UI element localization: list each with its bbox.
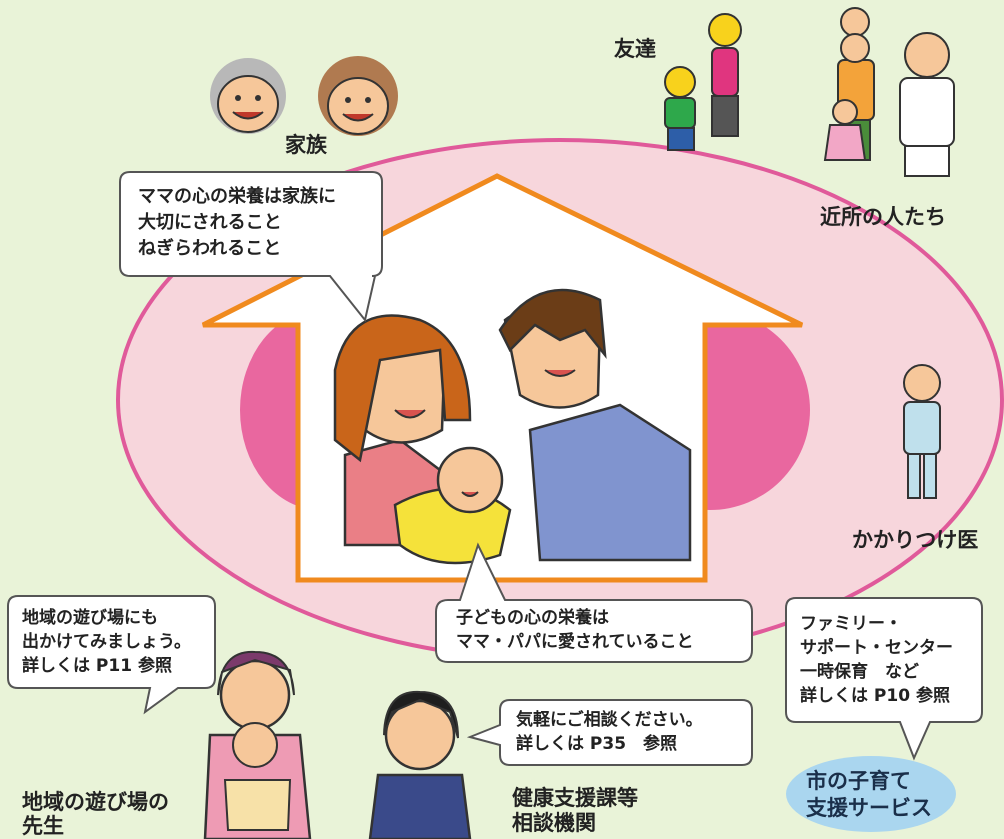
bubble-mama-line: ママの心の栄養は家族に	[138, 186, 336, 207]
label-health-2: 相談機関	[512, 811, 596, 835]
bubble-support-line: 詳しくは P10 参照	[800, 686, 950, 706]
play-area-teacher-illustration	[203, 650, 312, 839]
label-city-support-1: 市の子育て	[806, 769, 911, 793]
bubble-support-line: 一時保育 など	[800, 662, 919, 682]
label-health-1: 健康支援課等	[512, 786, 638, 810]
bubble-child-line: 子どもの心の栄養は	[456, 608, 609, 628]
bubble-health-line: 気軽にご相談ください。	[516, 710, 703, 730]
label-doctor: かかりつけ医	[852, 528, 979, 552]
bubble-play-line: 詳しくは P11 参照	[22, 656, 172, 676]
bubble-health-text: 気軽にご相談ください。 詳しくは P35 参照	[516, 708, 703, 756]
bubble-health-line: 詳しくは P35 参照	[516, 734, 678, 754]
label-family: 家族	[285, 133, 327, 157]
bubble-child-text: 子どもの心の栄養は ママ・パパに愛されていること	[456, 606, 694, 654]
bubble-child-line: ママ・パパに愛されていること	[456, 632, 694, 652]
bubble-mama-line: ねぎらわれること	[138, 238, 282, 259]
label-city-support-2: 支援サービス	[806, 796, 932, 820]
bubble-play-line: 地域の遊び場にも	[22, 608, 158, 628]
bubble-support-text: ファミリー・ サポート・センター 一時保育 など 詳しくは P10 参照	[800, 612, 953, 708]
friends-illustration	[664, 13, 742, 151]
label-play-teacher-1: 地域の遊び場の	[22, 790, 169, 814]
parents-with-baby-illustration	[333, 288, 692, 565]
label-city-support: 市の子育て 支援サービス	[806, 768, 932, 822]
bubble-health	[466, 699, 753, 766]
neighbors-illustration	[823, 7, 955, 177]
bubble-play	[7, 595, 216, 715]
bubble-mama-text: ママの心の栄養は家族に 大切にされること ねぎらわれること	[138, 184, 336, 262]
city-support-service-oval	[786, 756, 956, 832]
label-play-teacher-2: 先生	[22, 814, 64, 838]
bubble-mama-line: 大切にされること	[138, 212, 282, 233]
bubble-support-line: サポート・センター	[800, 638, 953, 658]
bubble-support	[785, 597, 983, 761]
doctor-illustration	[903, 364, 941, 499]
label-neighbors: 近所の人たち	[820, 205, 946, 229]
bubble-child	[435, 542, 753, 663]
bubble-play-text: 地域の遊び場にも 出かけてみましょう。 詳しくは P11 参照	[22, 606, 191, 678]
grandparents-illustration	[210, 56, 398, 136]
bubble-mama	[119, 171, 383, 323]
health-counselor-illustration	[368, 690, 472, 839]
bubble-support-line: ファミリー・	[800, 614, 902, 634]
bubble-play-line: 出かけてみましょう。	[22, 632, 191, 652]
label-friends: 友達	[614, 37, 656, 61]
